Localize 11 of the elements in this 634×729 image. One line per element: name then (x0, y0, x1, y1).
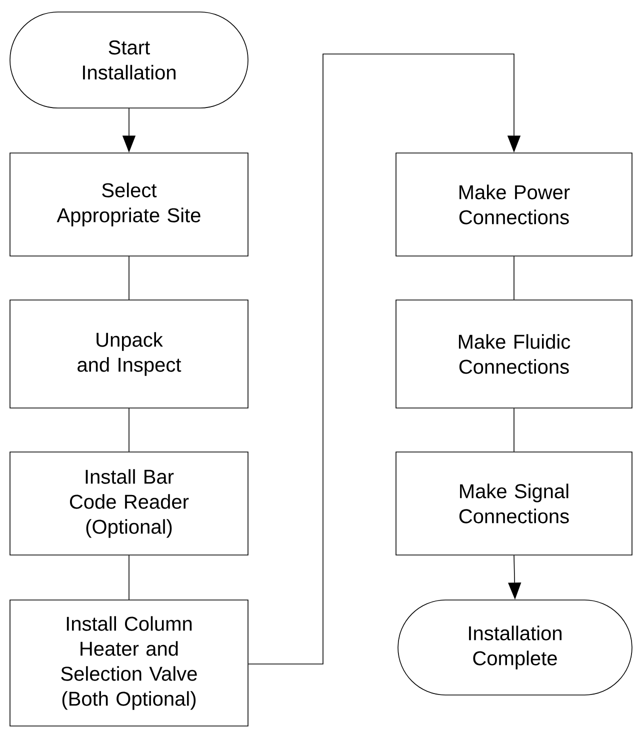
process-box: Make Signal Connections (396, 452, 632, 556)
connector-line (128, 256, 130, 300)
process-box: Make Power Connections (396, 152, 632, 256)
connector-line (128, 408, 130, 452)
connector-arrow (248, 54, 521, 664)
process-box: Install Bar Code Reader (Optional) (10, 452, 248, 556)
process-box: Select Appropriate Site (10, 152, 248, 256)
connector-line (128, 555, 130, 600)
process-box: Install Column Heater and Selection Valve (Both Optional) (10, 600, 248, 726)
process-box: Make Fluidic Connections (396, 300, 632, 408)
process-box: Unpack and Inspect (10, 300, 248, 408)
